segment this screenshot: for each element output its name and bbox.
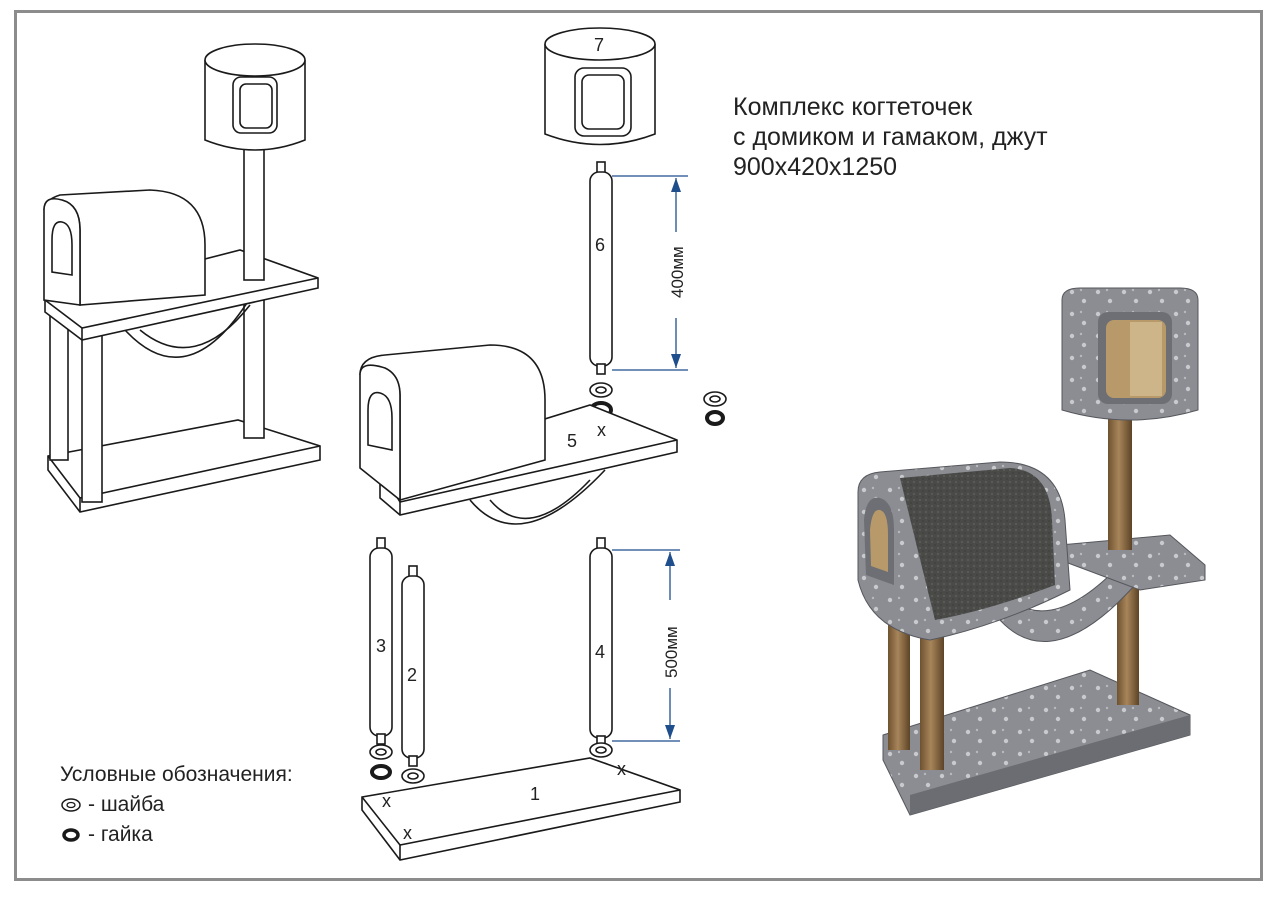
label-part-2: 2 bbox=[407, 665, 417, 685]
title-line-1: Комплекс когтеточек bbox=[733, 93, 973, 121]
washer-label: - шайба bbox=[88, 793, 165, 816]
part-5-shelf bbox=[359, 344, 678, 525]
nut-icon bbox=[62, 828, 80, 842]
part-2-post bbox=[401, 565, 425, 767]
label-part-6: 6 bbox=[595, 235, 605, 255]
fastener-loose bbox=[703, 391, 727, 426]
label-part-7: 7 bbox=[594, 35, 604, 55]
assembled-view bbox=[43, 43, 321, 513]
label-part-1: 1 bbox=[530, 784, 540, 804]
label-part-4: 4 bbox=[595, 642, 605, 662]
label-part-5: 5 bbox=[567, 431, 577, 451]
legend-washer: - шайба bbox=[60, 790, 293, 820]
part-6-post bbox=[589, 161, 613, 375]
nut-label: - гайка bbox=[88, 823, 153, 846]
washer-icon bbox=[61, 798, 81, 812]
title-dimensions: 900x420x1250 bbox=[733, 153, 898, 181]
part-4-post bbox=[589, 537, 613, 747]
mark-x-base: x bbox=[403, 823, 412, 843]
legend-heading: Условные обозначения: bbox=[60, 763, 293, 786]
mark-x-post2: x bbox=[382, 791, 391, 811]
title-line-2: с домиком и гамаком, джут bbox=[733, 123, 1048, 151]
diagram-frame bbox=[14, 10, 1263, 881]
part-7-house bbox=[544, 27, 656, 146]
dimension-lines bbox=[612, 175, 688, 742]
part-labels: 7 6 5 3 2 4 1 x x x x 400мм 500мм bbox=[376, 35, 687, 843]
label-part-3: 3 bbox=[376, 636, 386, 656]
product-photo bbox=[857, 287, 1206, 816]
part-3-post bbox=[369, 537, 393, 745]
part-1-base bbox=[361, 757, 681, 861]
dimension-top-post: 400мм bbox=[668, 246, 687, 298]
dimension-lower-post: 500мм bbox=[662, 626, 681, 678]
product-title: Комплекс когтеточек с домиком и гамаком,… bbox=[733, 92, 1048, 182]
mark-x-post4: x bbox=[617, 759, 626, 779]
mark-x-shelf: x bbox=[597, 420, 606, 440]
legend: Условные обозначения: - шайба - гайка bbox=[60, 760, 293, 850]
legend-nut: - гайка bbox=[60, 820, 293, 850]
exploded-view bbox=[359, 27, 727, 861]
